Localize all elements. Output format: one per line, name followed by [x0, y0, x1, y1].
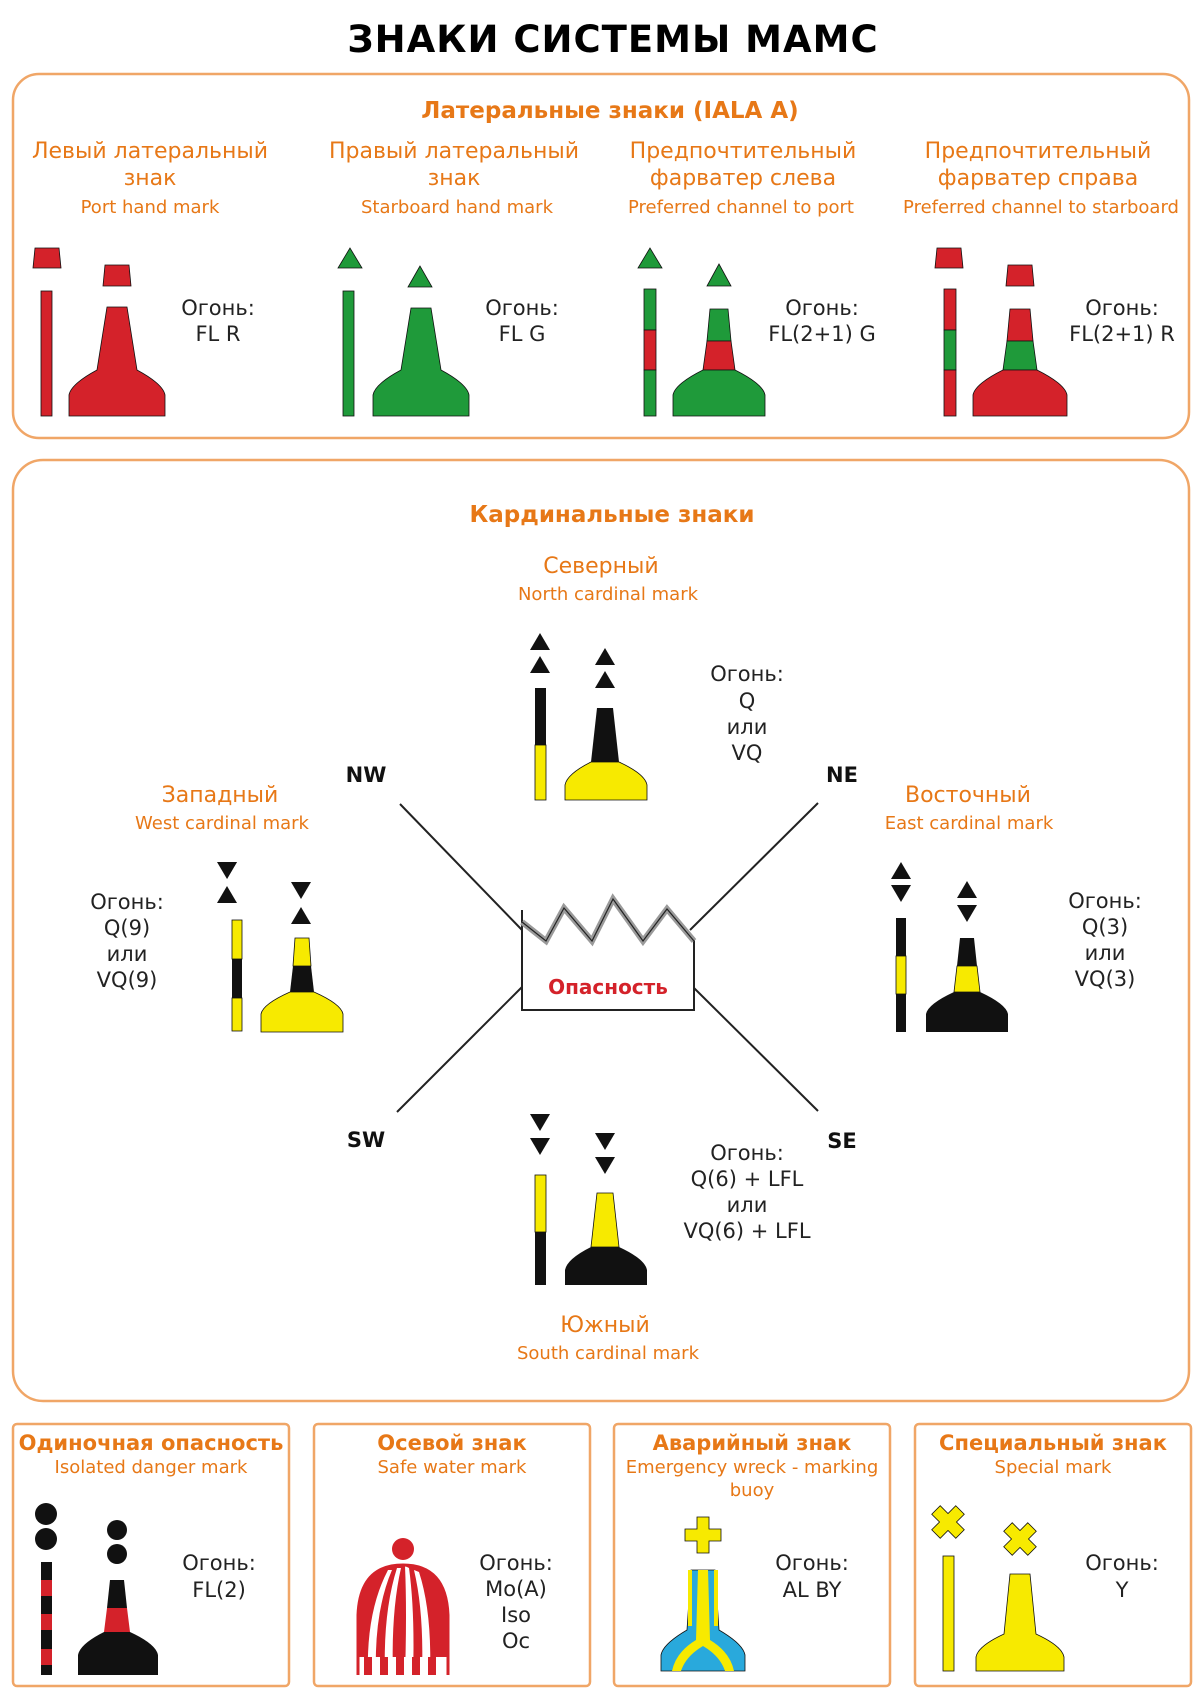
- starboard-name-ru-2: знак: [428, 166, 481, 191]
- page-title: ЗНАКИ СИСТЕМЫ МАМС: [347, 18, 878, 61]
- west-name-en: West cardinal mark: [135, 813, 310, 834]
- port-name-en: Port hand mark: [81, 197, 220, 218]
- isolated-light-label: Огонь:: [182, 1551, 256, 1575]
- cardinal-heading: Кардинальные знаки: [469, 502, 754, 528]
- special-light-1: Y: [1115, 1578, 1129, 1602]
- pref-starboard-name-ru-2: фарватер справа: [938, 166, 1138, 191]
- pref-port-name-ru-1: Предпочтительный: [630, 139, 857, 164]
- port-name-ru-2: знак: [124, 166, 177, 191]
- isolated-danger-mark-icon: [35, 1503, 158, 1675]
- wreck-name-en-2: buoy: [730, 1480, 775, 1501]
- cardinal-frame: [11, 458, 1191, 1403]
- safe-water-light-2: Iso: [501, 1603, 531, 1627]
- direction-sw: SW: [347, 1128, 385, 1152]
- direction-lines: [396, 802, 819, 1113]
- south-light-3: VQ(6) + LFL: [683, 1219, 810, 1243]
- preferred-channel-starboard-mark-icon: [934, 247, 1068, 417]
- east-light-1: Q(3): [1082, 915, 1128, 939]
- direction-nw: NW: [346, 763, 387, 787]
- danger-icon: [520, 893, 697, 1011]
- north-cardinal-mark-icon: [530, 633, 648, 801]
- pref-port-light: FL(2+1) G: [768, 322, 875, 346]
- safe-water-mark-icon: [356, 1538, 450, 1675]
- pref-starboard-light: FL(2+1) R: [1069, 322, 1175, 346]
- east-light-label: Огонь:: [1068, 889, 1142, 913]
- safe-water-light-1: Mo(A): [485, 1577, 547, 1601]
- wreck-frame: [612, 1422, 892, 1688]
- direction-ne: NE: [826, 763, 858, 787]
- north-light-2: или: [727, 715, 768, 739]
- north-name-en: North cardinal mark: [518, 584, 699, 605]
- north-light-3: VQ: [732, 741, 763, 765]
- preferred-channel-port-mark-icon: [637, 247, 766, 417]
- south-light-2: или: [727, 1193, 768, 1217]
- safe-water-name-en: Safe water mark: [378, 1457, 528, 1478]
- direction-se: SE: [827, 1129, 856, 1153]
- south-light-label: Огонь:: [710, 1141, 784, 1165]
- lateral-heading: Латеральные знаки (IALA A): [421, 98, 798, 124]
- wreck-name-en-1: Emergency wreck - marking: [626, 1457, 879, 1478]
- south-name-ru: Южный: [560, 1313, 650, 1338]
- wreck-light-1: AL BY: [783, 1578, 842, 1602]
- south-name-en: South cardinal mark: [517, 1343, 700, 1364]
- pref-starboard-name-ru-1: Предпочтительный: [925, 139, 1152, 164]
- emergency-wreck-mark-icon: [660, 1516, 746, 1672]
- pref-starboard-name-en: Preferred channel to starboard: [903, 197, 1179, 218]
- starboard-name-en: Starboard hand mark: [361, 197, 554, 218]
- special-frame: [913, 1422, 1193, 1688]
- pref-port-name-en: Preferred channel to port: [628, 197, 854, 218]
- danger-label: Опасность: [548, 975, 668, 999]
- west-light-1: Q(9): [104, 916, 150, 940]
- isolated-name-ru: Одиночная опасность: [19, 1431, 284, 1455]
- safe-water-light-label: Огонь:: [479, 1551, 553, 1575]
- starboard-light-label: Огонь:: [485, 296, 559, 320]
- special-light-label: Огонь:: [1085, 1551, 1159, 1575]
- isolated-frame: [11, 1422, 291, 1688]
- west-light-label: Огонь:: [90, 890, 164, 914]
- north-light-label: Огонь:: [710, 662, 784, 686]
- port-hand-mark-icon: [32, 247, 166, 417]
- east-light-2: или: [1085, 941, 1126, 965]
- port-light-label: Огонь:: [181, 296, 255, 320]
- east-name-ru: Восточный: [905, 783, 1031, 808]
- isolated-name-en: Isolated danger mark: [55, 1457, 248, 1478]
- wreck-light-label: Огонь:: [775, 1551, 849, 1575]
- port-name-ru-1: Левый латеральный: [32, 139, 268, 164]
- south-light-1: Q(6) + LFL: [691, 1167, 804, 1191]
- lateral-frame: [11, 72, 1191, 440]
- west-name-ru: Западный: [162, 783, 279, 808]
- west-cardinal-mark-icon: [217, 862, 344, 1033]
- pref-port-name-ru-2: фарватер слева: [650, 166, 836, 191]
- safe-water-frame: [312, 1422, 592, 1688]
- special-mark-icon: [931, 1505, 1065, 1672]
- safe-water-name-ru: Осевой знак: [377, 1431, 526, 1455]
- starboard-hand-mark-icon: [337, 247, 470, 417]
- special-name-en: Special mark: [995, 1457, 1113, 1478]
- starboard-light: FL G: [499, 322, 546, 346]
- west-light-3: VQ(9): [97, 968, 158, 992]
- safe-water-light-3: Oc: [502, 1629, 530, 1653]
- pref-port-light-label: Огонь:: [785, 296, 859, 320]
- east-light-3: VQ(3): [1075, 967, 1136, 991]
- wreck-name-ru: Аварийный знак: [653, 1431, 852, 1455]
- east-name-en: East cardinal mark: [885, 813, 1054, 834]
- north-name-ru: Северный: [543, 554, 658, 579]
- port-light: FL R: [195, 322, 240, 346]
- isolated-light-1: FL(2): [192, 1578, 246, 1602]
- starboard-name-ru-1: Правый латеральный: [329, 139, 579, 164]
- west-light-2: или: [107, 942, 148, 966]
- pref-starboard-light-label: Огонь:: [1085, 296, 1159, 320]
- east-cardinal-mark-icon: [891, 862, 1008, 1032]
- north-light-1: Q: [739, 689, 756, 713]
- special-name-ru: Специальный знак: [939, 1431, 1167, 1455]
- south-cardinal-mark-icon: [530, 1114, 647, 1285]
